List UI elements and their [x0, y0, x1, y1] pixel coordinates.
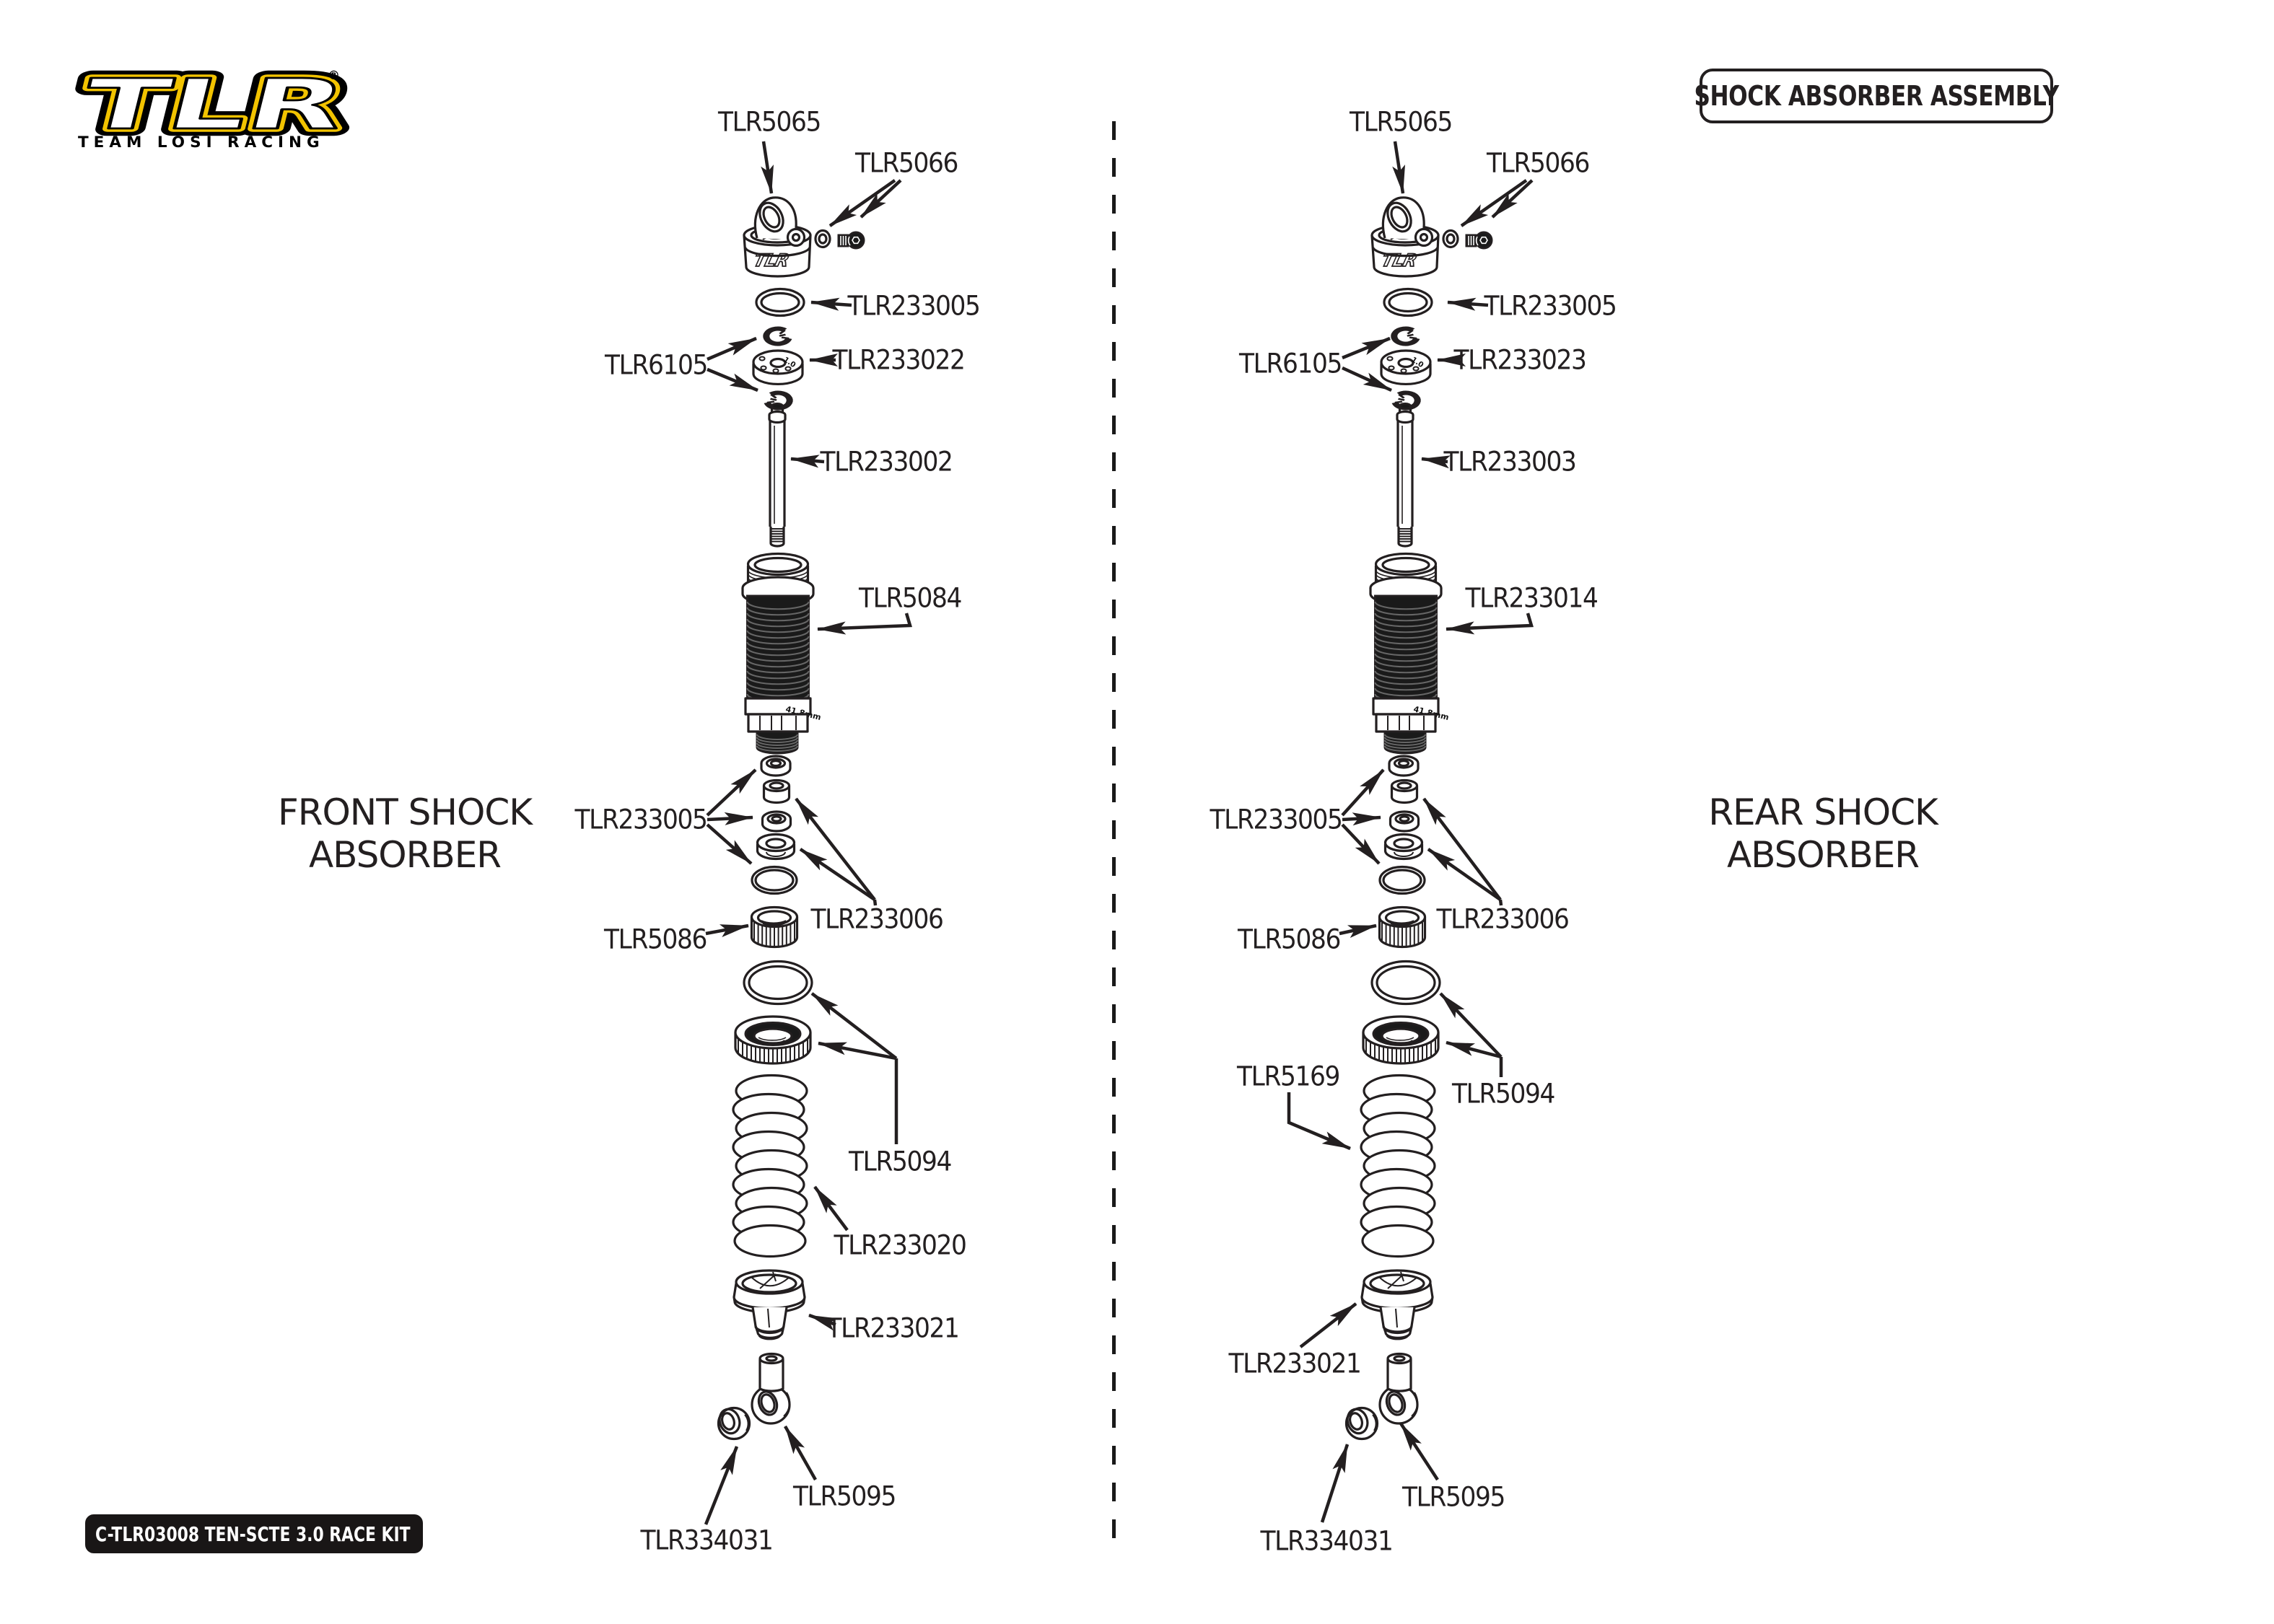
- part-label-front-spring-cup: TLR233021: [826, 1312, 960, 1344]
- part-label-front-spring-adjuster: TLR5094: [849, 1146, 952, 1177]
- part-label-rear-cap: TLR5065: [1350, 106, 1453, 138]
- rear-section-title: REAR SHOCK ABSORBER: [1708, 791, 1938, 877]
- part-label-front-e-clips: TLR6105: [605, 349, 708, 381]
- part-label-rear-spacer-set: TLR233006: [1436, 903, 1570, 935]
- part-label-rear-rod-end: TLR5095: [1402, 1481, 1505, 1513]
- rear-section-title-line2: ABSORBER: [1726, 834, 1920, 876]
- part-label-front-top-oring: TLR233005: [847, 290, 981, 322]
- logo-acronym-outline: TLR: [74, 64, 354, 145]
- part-label-front-cap-hardware: TLR5066: [855, 147, 958, 179]
- front-leader-lines: [704, 141, 912, 1525]
- part-label-rear-spring-cup: TLR233021: [1228, 1348, 1362, 1379]
- page-title-box: SHOCK ABSORBER ASSEMBLY: [1694, 69, 2059, 123]
- part-label-rear-top-oring: TLR233005: [1484, 290, 1617, 322]
- part-label-front-spring: TLR233020: [834, 1229, 967, 1261]
- part-label-rear-shaft: TLR233003: [1443, 446, 1577, 478]
- part-label-rear-e-clips: TLR6105: [1239, 348, 1342, 379]
- part-label-front-spacer-set: TLR233006: [810, 903, 944, 935]
- part-label-front-seal-set: TLR233005: [574, 804, 708, 835]
- part-label-front-rod-end: TLR5095: [793, 1480, 896, 1512]
- rear-leader-lines: [1287, 141, 1534, 1523]
- part-label-rear-piston: TLR233023: [1453, 344, 1587, 376]
- part-label-rear-cap-hardware: TLR5066: [1487, 147, 1590, 179]
- kit-code-badge: C-TLR03008 TEN-SCTE 3.0 RACE KIT: [85, 1514, 423, 1553]
- page-title: SHOCK ABSORBER ASSEMBLY: [1694, 80, 2059, 112]
- part-label-rear-body: TLR233014: [1465, 582, 1599, 614]
- part-label-front-body: TLR5084: [859, 582, 962, 614]
- tlr-logo: TLR TLR TLR ® TEAM LOSI RACING: [66, 59, 355, 157]
- part-label-rear-seal-set: TLR233005: [1210, 804, 1343, 835]
- part-label-rear-spring-adjuster: TLR5094: [1452, 1078, 1555, 1110]
- part-label-front-cap: TLR5065: [718, 106, 821, 138]
- front-section-title-line1: FRONT SHOCK: [277, 791, 533, 833]
- logo-acronym-yellow: TLR: [74, 64, 354, 145]
- part-label-front-shaft: TLR233002: [820, 446, 953, 478]
- logo-acronym: TLR: [74, 64, 354, 145]
- part-label-front-piston: TLR233022: [832, 344, 966, 376]
- part-label-rear-spring: TLR5169: [1237, 1061, 1340, 1092]
- rear-section-title-line1: REAR SHOCK: [1708, 791, 1938, 833]
- registered-mark: ®: [328, 69, 340, 83]
- part-label-rear-pivot-ball: TLR334031: [1260, 1525, 1394, 1557]
- front-section-title: FRONT SHOCK ABSORBER: [277, 791, 533, 877]
- kit-code-text: C-TLR03008 TEN-SCTE 3.0 RACE KIT: [95, 1522, 411, 1546]
- logo-subtitle: TEAM LOSI RACING: [78, 133, 325, 152]
- part-label-front-cartridge-nut: TLR5086: [604, 923, 707, 955]
- part-label-rear-cartridge-nut: TLR5086: [1238, 923, 1341, 955]
- front-section-title-line2: ABSORBER: [308, 834, 502, 876]
- part-label-front-pivot-ball: TLR334031: [640, 1524, 774, 1556]
